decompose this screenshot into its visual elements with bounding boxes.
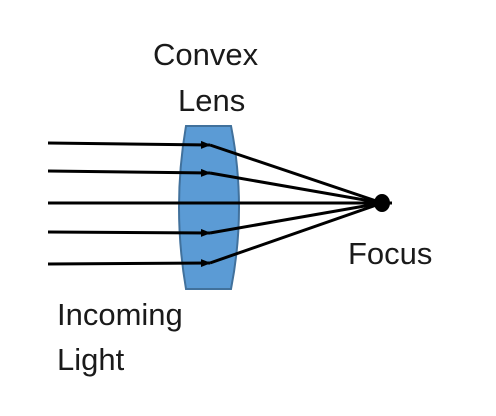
refracted-ray xyxy=(209,143,383,205)
lens-label-line2: Lens xyxy=(178,83,246,118)
incoming-rays xyxy=(47,140,211,268)
focus-label: Focus xyxy=(348,236,433,271)
incoming-light-label-line2: Light xyxy=(57,342,125,377)
convex-lens xyxy=(178,125,240,290)
incoming-light-label-line1: Incoming xyxy=(57,297,183,332)
refracted-rays xyxy=(209,143,392,265)
incoming-ray xyxy=(47,259,211,268)
refracted-ray xyxy=(209,201,383,235)
incoming-ray xyxy=(47,228,211,237)
refracted-ray xyxy=(209,201,383,265)
incoming-ray xyxy=(47,140,211,149)
refracted-ray xyxy=(209,171,383,205)
focus-point xyxy=(374,194,390,212)
lens-label-line1: Convex xyxy=(153,37,259,72)
incoming-ray xyxy=(47,168,211,177)
